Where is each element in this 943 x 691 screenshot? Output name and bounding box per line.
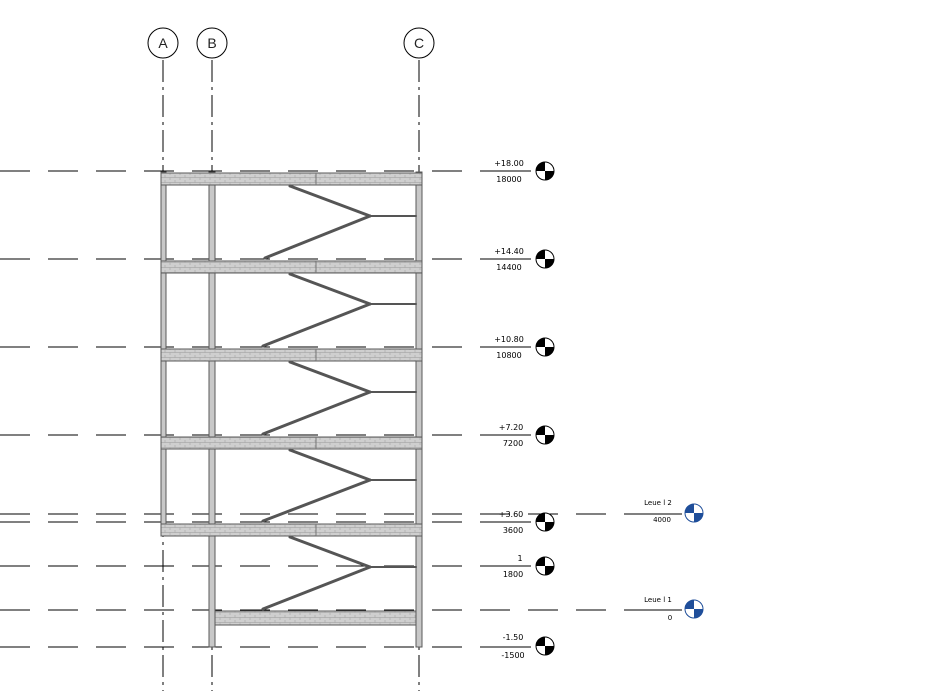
level-head-icon: [535, 161, 555, 181]
slab-14400[interactable]: [160, 260, 423, 274]
level-lines: [0, 170, 682, 648]
level-value: -1500: [501, 651, 524, 660]
level-tag-10800[interactable]: +10.80 10800: [494, 335, 555, 360]
level-elevation: -1.50: [503, 633, 524, 642]
level-head-icon: [535, 636, 555, 656]
level-head-icon: [535, 337, 555, 357]
grid-label-a: A: [158, 35, 168, 51]
level-value: 4000: [653, 516, 671, 524]
level-head-icon: [684, 599, 704, 619]
grid-label-c: C: [414, 35, 424, 51]
level-value: 3600: [503, 526, 523, 535]
grid-bubble-c[interactable]: C: [403, 27, 435, 59]
level-tag-level-1[interactable]: Leue l 1 0: [644, 596, 704, 622]
grid-label-b: B: [207, 35, 216, 51]
level-elevation: +14.40: [494, 247, 524, 256]
level-value: 10800: [496, 351, 521, 360]
level-tag-18000[interactable]: +18.00 18000: [494, 159, 555, 184]
level-head-icon: [535, 512, 555, 532]
level-elevation: +7.20: [499, 423, 524, 432]
grid-bubble-b[interactable]: B: [196, 27, 228, 59]
structure: [160, 171, 423, 648]
grid-bubble-a[interactable]: A: [147, 27, 179, 59]
stair-flights: [261, 184, 417, 611]
level-elevation: +18.00: [494, 159, 524, 168]
column-b[interactable]: [208, 171, 216, 648]
stair-flight-4[interactable]: [261, 272, 417, 348]
level-tag-level-2[interactable]: Leue l 2 4000: [644, 499, 704, 524]
stair-flight-3[interactable]: [261, 360, 417, 436]
level-value: 0: [668, 614, 672, 622]
level-tag-1800[interactable]: 1 1800: [503, 554, 555, 579]
level-name: Leue l 2: [644, 499, 672, 507]
level-head-icon: [684, 503, 704, 523]
level-value: 14400: [496, 263, 521, 272]
stair-flight-2[interactable]: [261, 448, 417, 523]
level-elevation: +3.60: [499, 510, 524, 519]
slab-3600[interactable]: [160, 523, 423, 537]
level-tag-3600[interactable]: +3.60 3600: [499, 510, 555, 535]
column-c[interactable]: [415, 171, 423, 648]
level-head-icon: [535, 425, 555, 445]
level-head-icon: [535, 249, 555, 269]
level-tag-7200[interactable]: +7.20 7200: [499, 423, 555, 448]
level-annotations: +18.00 18000 +14.40 14400 +10.80 10800: [494, 159, 704, 660]
level-value: 1800: [503, 570, 523, 579]
level-value: 18000: [496, 175, 521, 184]
grid-lines: [162, 60, 420, 691]
level-head-icon: [535, 556, 555, 576]
slab-7200[interactable]: [160, 436, 423, 450]
stair-flight-1[interactable]: [261, 535, 417, 611]
slab-18000[interactable]: [160, 172, 423, 186]
level-tag-14400[interactable]: +14.40 14400: [494, 247, 555, 272]
slab-ground[interactable]: [214, 610, 417, 626]
level-name: Leue l 1: [644, 596, 672, 604]
level-tag-minus1500[interactable]: -1.50 -1500: [501, 633, 555, 660]
slab-10800[interactable]: [160, 348, 423, 362]
level-value: 7200: [503, 439, 523, 448]
level-elevation: 1: [517, 554, 522, 563]
stair-flight-5[interactable]: [263, 184, 417, 260]
level-elevation: +10.80: [494, 335, 524, 344]
